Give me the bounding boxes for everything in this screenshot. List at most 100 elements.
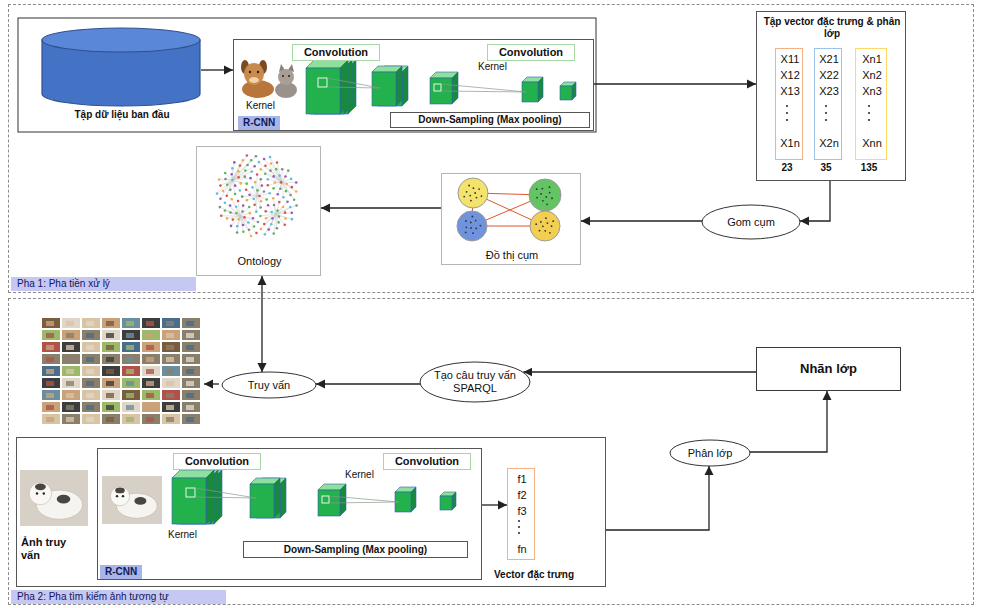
ontology-node bbox=[260, 228, 263, 231]
result-thumbnail-detail bbox=[66, 417, 74, 422]
pooling-label-box: Down-Sampling (Max pooling) bbox=[243, 541, 468, 558]
ontology-link bbox=[282, 171, 288, 182]
ontology-link bbox=[232, 180, 235, 194]
node-text: Truy vấn bbox=[248, 379, 290, 392]
cluster-point bbox=[468, 185, 470, 187]
result-thumbnail-detail bbox=[126, 381, 134, 386]
dog-eye bbox=[257, 71, 259, 73]
result-thumbnail bbox=[122, 366, 140, 376]
result-thumbnail bbox=[42, 366, 60, 376]
result-thumbnail-detail bbox=[106, 417, 114, 422]
ontology-node bbox=[270, 223, 273, 226]
ontology-node bbox=[237, 176, 240, 179]
database-cylinder-top bbox=[42, 28, 200, 52]
result-thumbnail bbox=[162, 342, 180, 352]
node-text: fn bbox=[508, 543, 536, 556]
result-thumbnail-detail bbox=[86, 405, 94, 410]
result-thumbnail bbox=[142, 366, 160, 376]
result-thumbnail bbox=[142, 414, 160, 424]
result-thumbnail bbox=[62, 330, 80, 340]
result-thumbnail-detail bbox=[166, 321, 174, 326]
ontology-node bbox=[259, 206, 262, 209]
ontology-node bbox=[224, 172, 227, 175]
ontology-node bbox=[239, 189, 242, 192]
kernel-square bbox=[186, 488, 195, 497]
result-thumbnail-detail bbox=[146, 357, 154, 362]
arrow-connector bbox=[800, 181, 830, 221]
cluster-point bbox=[544, 230, 546, 232]
result-thumbnail bbox=[102, 342, 120, 352]
arrow-connector bbox=[316, 383, 420, 384]
result-thumbnail bbox=[102, 330, 120, 340]
ontology-node bbox=[226, 183, 229, 186]
ontology-node bbox=[237, 170, 240, 173]
result-thumbnail bbox=[122, 342, 140, 352]
cluster-point bbox=[552, 220, 554, 222]
node-text: Vector đặc trưng bbox=[494, 569, 604, 581]
ontology-link bbox=[257, 186, 262, 196]
result-thumbnail bbox=[162, 366, 180, 376]
ontology-link bbox=[282, 182, 296, 191]
cat-head bbox=[110, 487, 129, 506]
cat-head bbox=[29, 482, 51, 504]
cluster-point bbox=[475, 228, 477, 230]
layer-side bbox=[274, 478, 280, 518]
ontology-node bbox=[246, 164, 249, 167]
ontology-node bbox=[239, 182, 242, 185]
result-thumbnail-detail bbox=[106, 381, 114, 386]
cluster-circle bbox=[529, 179, 561, 211]
class-label-box: Nhãn lớp bbox=[756, 347, 901, 391]
result-thumbnail-detail bbox=[166, 405, 174, 410]
ontology-node bbox=[285, 190, 288, 193]
cluster-circle bbox=[458, 178, 488, 208]
ellipsis-dot bbox=[518, 532, 520, 534]
ellipse-outline bbox=[702, 205, 800, 239]
result-thumbnail-detail bbox=[186, 393, 194, 398]
result-thumbnail-detail bbox=[106, 393, 114, 398]
ontology-node bbox=[231, 167, 234, 170]
result-thumbnail-detail bbox=[146, 381, 154, 386]
ontology-link bbox=[223, 180, 232, 191]
result-thumbnail-detail bbox=[126, 405, 134, 410]
ontology-link bbox=[220, 180, 232, 186]
cluster-point bbox=[539, 230, 541, 232]
result-thumbnail bbox=[142, 402, 160, 412]
result-thumbnail bbox=[182, 378, 200, 388]
feature-vector-column: X11X12X13X1n bbox=[775, 48, 803, 160]
result-thumbnail bbox=[102, 318, 120, 328]
result-thumbnail bbox=[142, 342, 160, 352]
cluster-point bbox=[536, 188, 538, 190]
ontology-node bbox=[253, 165, 256, 168]
ontology-link bbox=[278, 182, 282, 194]
ontology-link bbox=[261, 214, 276, 229]
ontology-node bbox=[267, 184, 270, 187]
result-thumbnail bbox=[162, 390, 180, 400]
result-thumbnail-detail bbox=[186, 333, 194, 338]
result-thumbnail bbox=[142, 330, 160, 340]
ontology-node bbox=[270, 211, 273, 214]
result-thumbnail-detail bbox=[186, 417, 194, 422]
cat-eye bbox=[288, 75, 290, 77]
ontology-node bbox=[243, 216, 246, 219]
cat-body bbox=[116, 493, 157, 518]
result-thumbnail bbox=[162, 414, 180, 424]
ontology-node bbox=[295, 190, 298, 193]
ontology-node bbox=[272, 175, 275, 178]
layer-side bbox=[340, 484, 346, 516]
ontology-node bbox=[219, 197, 222, 200]
arrow-connector bbox=[201, 69, 233, 70]
result-thumbnail bbox=[102, 402, 120, 412]
ontology-node bbox=[265, 217, 268, 220]
node-text: Convolution bbox=[499, 46, 563, 59]
ontology-link bbox=[261, 169, 282, 182]
result-thumbnail-detail bbox=[66, 405, 74, 410]
result-thumbnail bbox=[82, 366, 100, 376]
ontology-node bbox=[253, 203, 256, 206]
result-thumbnail-detail bbox=[146, 345, 154, 350]
cluster-point bbox=[540, 193, 542, 195]
result-thumbnail-detail bbox=[86, 369, 94, 374]
layer-side bbox=[396, 66, 402, 106]
node-text: Ontology bbox=[197, 255, 322, 268]
layer-side bbox=[411, 487, 416, 512]
